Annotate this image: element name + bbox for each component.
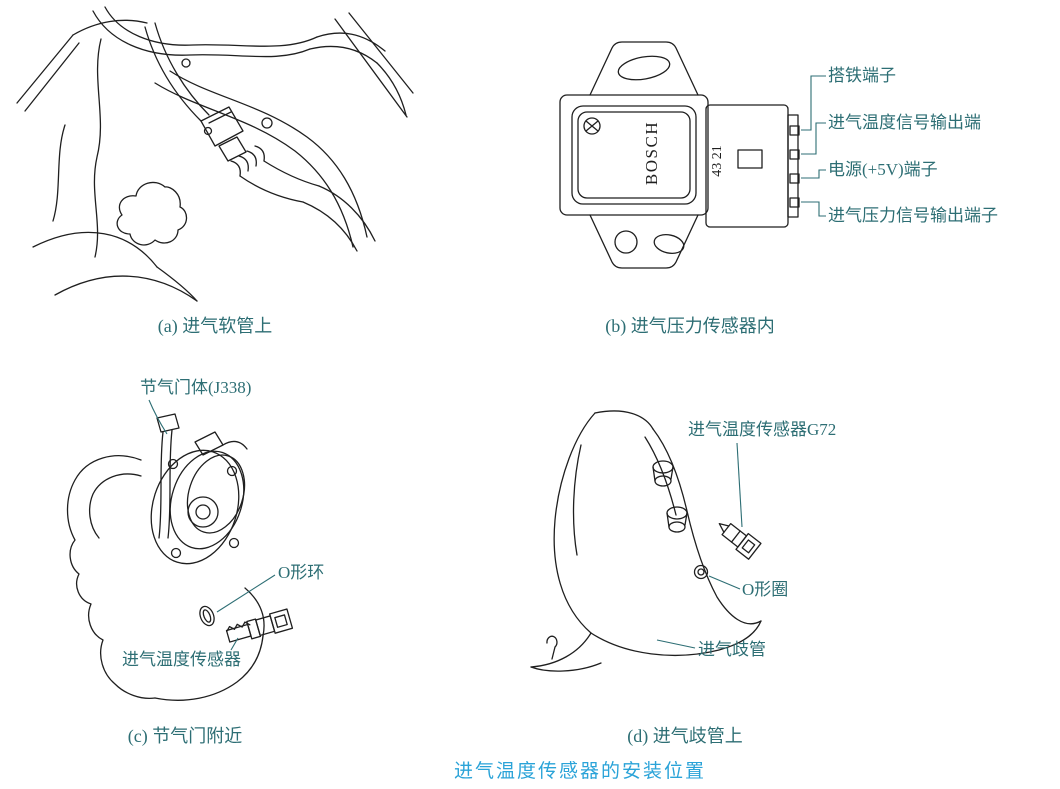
figure-title: 进气温度传感器的安装位置 — [453, 761, 706, 782]
pin-4 — [789, 125, 800, 136]
mounting-tab-bottom — [589, 214, 699, 269]
mounting-slot-top — [617, 55, 671, 81]
caption-a: (a) 进气软管上 — [157, 316, 273, 336]
label-iat-sensor-g72: 进气温度传感器G72 — [688, 420, 837, 439]
o-ring-d-part — [693, 564, 709, 580]
pin-numbers-text: 43 21 — [710, 145, 725, 177]
label-o-ring-d: O形圈 — [742, 580, 789, 599]
pin-1 — [789, 197, 800, 208]
mounting-slot-bottom — [653, 234, 685, 254]
pin-2 — [789, 173, 800, 184]
boss-2 — [666, 506, 688, 520]
intake-manifold-lines — [530, 410, 762, 672]
throttle-flange — [150, 449, 240, 565]
o-ring-c-part — [199, 605, 215, 627]
label-power-5v-terminal: 电源(+5V)端子 — [828, 160, 938, 179]
mounting-tab-top — [589, 41, 699, 96]
iat-sensor-part-c — [225, 608, 294, 643]
engine-bay-lines — [16, 6, 414, 302]
intake-duct — [66, 455, 156, 700]
engine-bay-drawing — [16, 6, 414, 302]
caption-b: (b) 进气压力传感器内 — [605, 316, 775, 336]
clip-symbol — [546, 635, 558, 660]
panel-d-leader-lines — [656, 442, 743, 649]
intake-manifold-drawing — [530, 410, 762, 672]
connector-keyway — [737, 149, 763, 169]
label-ground-terminal: 搭铁端子 — [828, 66, 896, 85]
iat-sensor-g72-part — [718, 522, 762, 560]
map-sensor-drawing: BOSCH 43 21 — [559, 41, 826, 269]
map-sensor-lines — [559, 41, 800, 269]
throttle-body-drawing — [66, 399, 294, 701]
label-iat-sensor-c: 进气温度传感器 — [122, 650, 241, 669]
bosch-brand-text: BOSCH — [642, 121, 661, 185]
boss-1 — [652, 460, 674, 474]
pin-leader-lines — [801, 75, 826, 217]
throttle-body-lines — [66, 413, 294, 701]
pin-3 — [789, 149, 800, 160]
sensor-body — [571, 105, 697, 205]
hose-sensor-connector — [200, 106, 244, 147]
mounting-hole-bottom — [614, 230, 638, 254]
sensor-flange-plate — [559, 94, 709, 216]
label-throttle-body: 节气门体(J338) — [140, 378, 252, 397]
throttle-bore — [187, 496, 219, 528]
label-iat-signal-output: 进气温度信号输出端 — [828, 113, 981, 132]
caption-d: (d) 进气歧管上 — [627, 726, 743, 746]
caption-c: (c) 节气门附近 — [127, 726, 243, 746]
label-o-ring-c: O形环 — [278, 563, 325, 582]
panel-c-leader-lines — [148, 399, 276, 651]
bracket-top — [156, 413, 180, 433]
label-map-signal-output: 进气压力信号输出端子 — [828, 206, 998, 225]
screw — [583, 117, 601, 135]
manifold-outline-left — [553, 412, 596, 634]
label-intake-manifold: 进气歧管 — [698, 640, 766, 659]
